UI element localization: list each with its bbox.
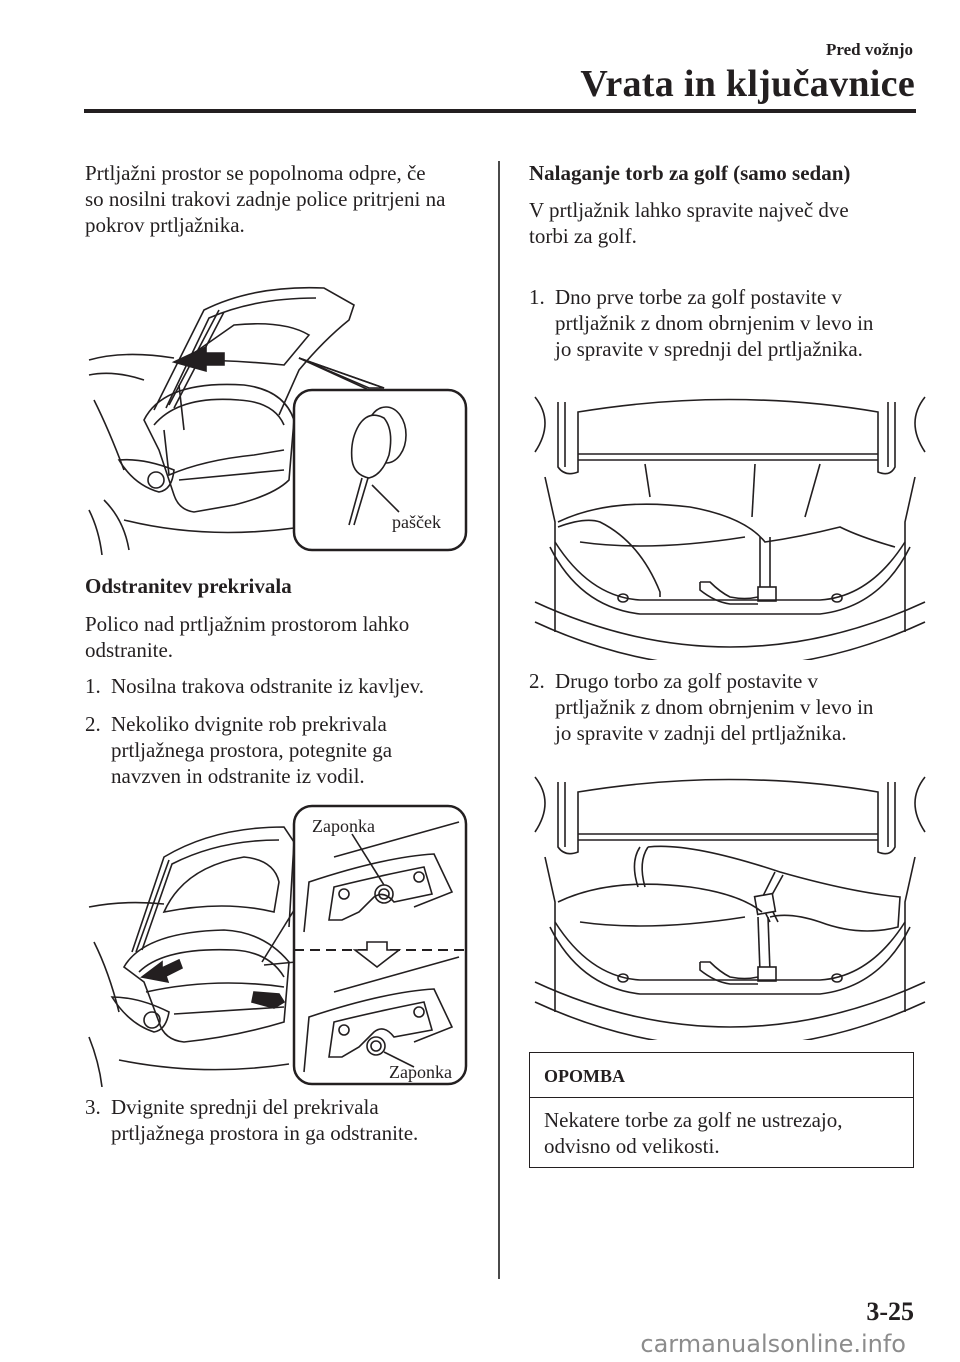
text-line: torbi za golf. — [529, 224, 637, 248]
figure-golf-bag-rear — [530, 772, 930, 1040]
text-line: prtljažnik z dnom obrnjenim v levo in — [555, 311, 874, 335]
step-text: Nosilna trakova odstranite iz kavljev. — [111, 673, 505, 699]
text-line: pokrov prtljažnika. — [85, 213, 245, 237]
section-paragraph: Polico nad prtljažnim prostorom lahko od… — [85, 611, 495, 663]
note-box: OPOMBA Nekatere torbe za golf ne ustreza… — [529, 1052, 914, 1168]
text-line: Prtljažni prostor se popolnoma odpre, če — [85, 161, 426, 185]
step-number: 1. — [529, 285, 545, 309]
intro-paragraph: Prtljažni prostor se popolnoma odpre, če… — [85, 160, 495, 238]
figure-tailgate-strap: pašček — [84, 280, 474, 555]
text-line: Drugo torbo za golf postavite v — [555, 669, 819, 693]
golf-step-1: 1. Dno prve torbe za golf postavite v pr… — [529, 284, 939, 362]
clip-callout-label-bottom: Zaponka — [389, 1062, 452, 1082]
page-number: 3-25 — [866, 1297, 914, 1326]
text-line: Dvignite sprednji del prekrivala — [111, 1095, 379, 1119]
text-line: odstranite. — [85, 638, 174, 662]
step-number: 2. — [529, 669, 545, 693]
section-paragraph: V prtljažnik lahko spravite največ dve t… — [529, 197, 929, 249]
strap-callout-label: pašček — [392, 512, 441, 532]
note-body: Nekatere torbe za golf ne ustrezajo, odv… — [530, 1098, 913, 1168]
text-line: Nekatere torbe za golf ne ustrezajo, — [544, 1108, 843, 1132]
text-line: Polico nad prtljažnim prostorom lahko — [85, 612, 410, 636]
text-line: V prtljažnik lahko spravite največ dve — [529, 198, 849, 222]
section-heading-cover-removal: Odstranitev prekrivala — [85, 574, 292, 598]
step-1: 1. Nosilna trakova odstranite iz kavljev… — [85, 673, 505, 699]
text-line: Nosilna trakova odstranite iz kavljev. — [111, 674, 424, 698]
step-3: 3. Dvignite sprednji del prekrivala prtl… — [85, 1094, 505, 1146]
step-number: 3. — [85, 1095, 101, 1119]
section-heading-golf-bags: Nalaganje torb za golf (samo sedan) — [529, 161, 851, 185]
text-line: jo spravite v zadnji del prtljažnika. — [555, 721, 847, 745]
text-line: navzven in odstranite iz vodil. — [111, 764, 365, 788]
step-text: Dvignite sprednji del prekrivala prtljaž… — [111, 1094, 505, 1146]
figure-cover-clip: Zaponka Zaponka — [84, 802, 474, 1087]
text-line: prtljažnik z dnom obrnjenim v levo in — [555, 695, 874, 719]
step-text: Dno prve torbe za golf postavite v prtlj… — [555, 284, 939, 362]
column-divider — [498, 161, 500, 1279]
golf-step-2: 2. Drugo torbo za golf postavite v prtlj… — [529, 668, 939, 746]
step-text: Nekoliko dvignite rob prekrivala prtljaž… — [111, 711, 505, 789]
clip-callout-label-top: Zaponka — [312, 816, 375, 836]
step-number: 2. — [85, 712, 101, 736]
watermark: carmanualsonline.info — [640, 1330, 906, 1358]
text-line: so nosilni trakovi zadnje police pritrje… — [85, 187, 446, 211]
text-line: prtljažnega prostora, potegnite ga — [111, 738, 393, 762]
header-rule — [84, 109, 916, 113]
text-line: Dno prve torbe za golf postavite v — [555, 285, 842, 309]
chapter-title: Vrata in ključavnice — [580, 63, 915, 105]
text-line: jo spravite v sprednji del prtljažnika. — [555, 337, 863, 361]
text-line: prtljažnega prostora in ga odstranite. — [111, 1121, 419, 1145]
section-label: Pred vožnjo — [825, 40, 913, 59]
step-number: 1. — [85, 674, 101, 698]
step-text: Drugo torbo za golf postavite v prtljažn… — [555, 668, 939, 746]
step-2: 2. Nekoliko dvignite rob prekrivala prtl… — [85, 711, 505, 789]
figure-golf-bag-front — [530, 392, 930, 660]
note-title: OPOMBA — [530, 1053, 913, 1098]
text-line: Nekoliko dvignite rob prekrivala — [111, 712, 387, 736]
text-line: odvisno od velikosti. — [544, 1134, 720, 1158]
